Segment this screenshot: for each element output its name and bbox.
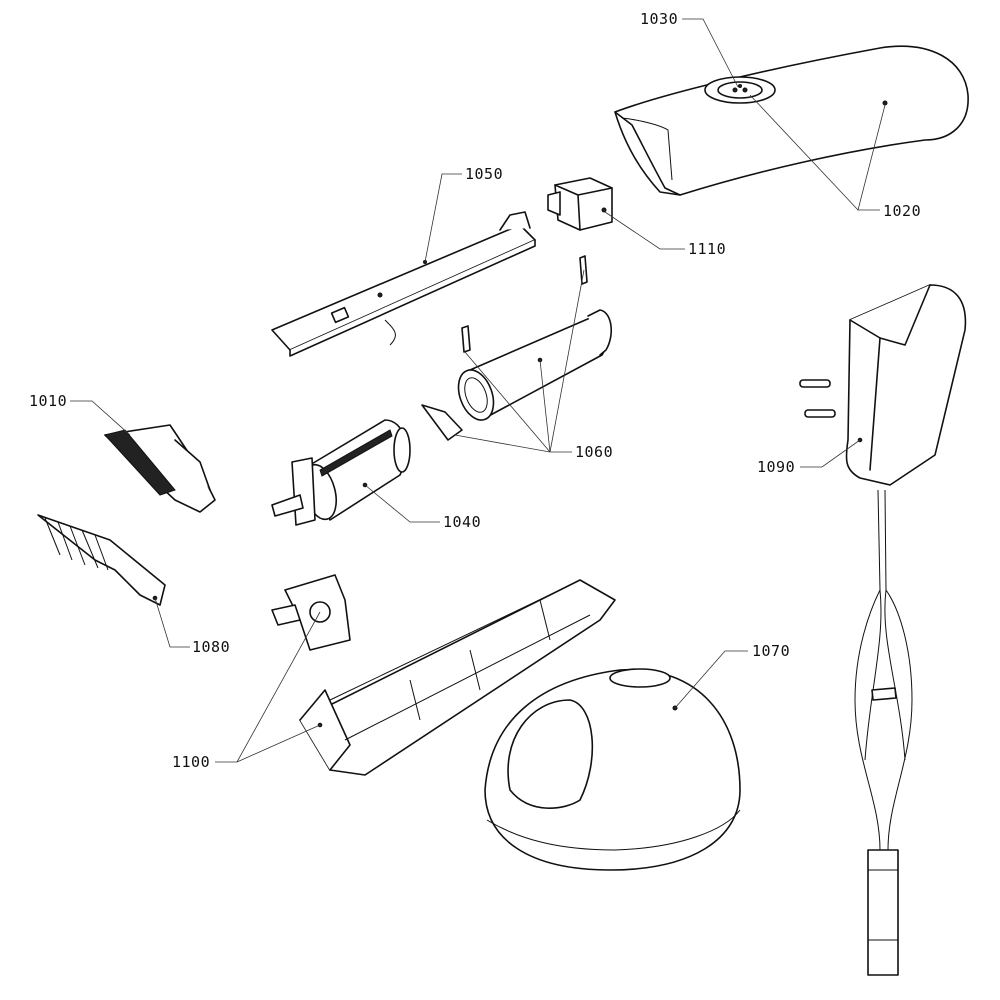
blade-head-1010 bbox=[104, 424, 216, 513]
label-1060: 1060 bbox=[575, 443, 614, 461]
charging-base-1070 bbox=[484, 668, 741, 871]
lower-housing-1100 bbox=[299, 579, 616, 776]
label-1010: 1010 bbox=[29, 392, 68, 410]
label-1040: 1040 bbox=[443, 513, 482, 531]
power-adapter-1090 bbox=[799, 284, 967, 976]
label-1050: 1050 bbox=[465, 165, 504, 183]
circuit-board-1050 bbox=[271, 211, 536, 357]
comb-attachment-1080 bbox=[37, 514, 166, 606]
bracket-1100 bbox=[271, 574, 351, 651]
label-1020: 1020 bbox=[883, 202, 922, 220]
label-1110: 1110 bbox=[688, 240, 727, 258]
handle-housing-1020 bbox=[614, 45, 969, 196]
label-1090: 1090 bbox=[757, 458, 796, 476]
label-1080: 1080 bbox=[192, 638, 231, 656]
label-1030: 1030 bbox=[640, 10, 679, 28]
battery-1060 bbox=[421, 255, 613, 441]
label-1070: 1070 bbox=[752, 642, 791, 660]
motor-1040 bbox=[271, 419, 411, 526]
label-1100: 1100 bbox=[172, 753, 211, 771]
connector-1110 bbox=[547, 177, 613, 231]
leader-lines bbox=[70, 18, 886, 763]
